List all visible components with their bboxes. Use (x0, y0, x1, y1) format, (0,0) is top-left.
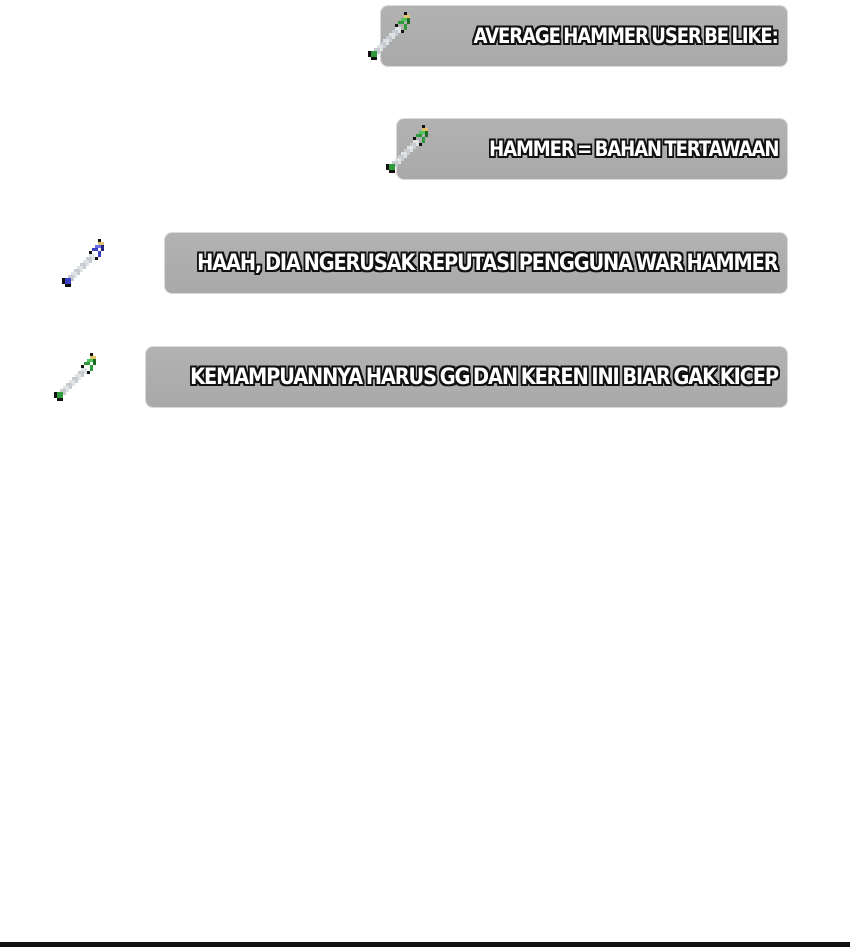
chat-message-text: KEMAMPUANNYA HARUS GG DAN KEREN INI BIAR… (190, 364, 779, 390)
blue-sword-icon (62, 239, 110, 287)
chat-message: HAMMER = BAHAN TERTAWAAN (385, 119, 787, 179)
chat-message-text: AVERAGE HAMMER USER BE LIKE: (473, 24, 779, 48)
chat-message-text: HAMMER = BAHAN TERTAWAAN (488, 137, 779, 161)
chat-message: KEMAMPUANNYA HARUS GG DAN KEREN INI BIAR… (54, 347, 787, 407)
green-sword-icon (368, 12, 416, 60)
bottom-divider (0, 942, 850, 947)
chat-message-text: HAAH, DIA NGERUSAK REPUTASI PENGGUNA WAR… (197, 250, 780, 276)
chat-message: HAAH, DIA NGERUSAK REPUTASI PENGGUNA WAR… (62, 233, 787, 293)
green-sword-icon (54, 353, 102, 401)
green-sword-icon (385, 125, 434, 173)
chat-message: AVERAGE HAMMER USER BE LIKE: (368, 6, 787, 66)
